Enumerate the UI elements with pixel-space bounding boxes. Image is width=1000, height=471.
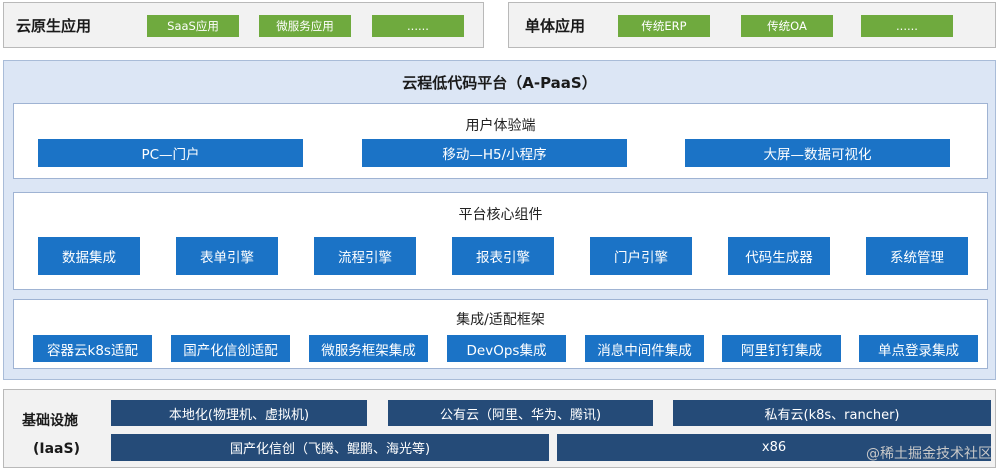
form-engine-item: 表单引擎 [176, 237, 278, 275]
pc-portal-item: PC—门户 [38, 139, 303, 167]
report-engine-item: 报表引擎 [452, 237, 554, 275]
public-cloud-item: 公有云（阿里、华为、腾讯) [388, 400, 653, 426]
iaas-layer: 基础设施 (IaaS) 本地化(物理机、虚拟机) 公有云（阿里、华为、腾讯) 私… [3, 389, 996, 468]
private-cloud-item: 私有云(k8s、rancher) [673, 400, 991, 426]
devops-integration-item: DevOps集成 [447, 335, 566, 362]
watermark: @稀土掘金技术社区 [866, 446, 992, 462]
big-screen-item: 大屏—数据可视化 [685, 139, 950, 167]
workflow-engine-item: 流程引擎 [314, 237, 416, 275]
mobile-h5-item: 移动—H5/小程序 [362, 139, 627, 167]
ux-layer-title: 用户体验端 [465, 118, 536, 134]
cloud-native-title: 云原生应用 [16, 17, 92, 35]
ux-layer: 用户体验端 PC—门户 移动—H5/小程序 大屏—数据可视化 [13, 103, 988, 179]
low-code-platform: 云程低代码平台（A-PaaS） 用户体验端 PC—门户 移动—H5/小程序 大屏… [3, 60, 996, 380]
monolith-title: 单体应用 [525, 17, 586, 35]
platform-title: 云程低代码平台（A-PaaS） [402, 74, 597, 92]
x86-item: x86 [557, 434, 991, 461]
integration-layer-title: 集成/适配框架 [456, 312, 545, 328]
sso-integration-item: 单点登录集成 [859, 335, 978, 362]
microservice-app-chip: 微服务应用 [259, 15, 351, 37]
code-generator-item: 代码生成器 [728, 237, 830, 275]
k8s-adapter-item: 容器云k8s适配 [33, 335, 152, 362]
mq-integration-item: 消息中间件集成 [585, 335, 704, 362]
xinchuang-adapter-item: 国产化信创适配 [171, 335, 290, 362]
iaas-label-line1: 基础设施 [22, 413, 78, 429]
core-layer-title: 平台核心组件 [458, 207, 543, 223]
integration-layer: 集成/适配框架 容器云k8s适配 国产化信创适配 微服务框架集成 DevOps集… [13, 299, 988, 369]
core-components-layer: 平台核心组件 数据集成 表单引擎 流程引擎 报表引擎 门户引擎 代码生成器 系统… [13, 192, 988, 290]
saas-app-chip: SaaS应用 [147, 15, 239, 37]
more-cloud-apps-chip: ...... [372, 15, 464, 37]
microservice-framework-item: 微服务框架集成 [309, 335, 428, 362]
traditional-oa-chip: 传统OA [741, 15, 833, 37]
on-premise-item: 本地化(物理机、虚拟机) [111, 400, 367, 426]
more-monolith-apps-chip: ...... [861, 15, 953, 37]
xinchuang-hardware-item: 国产化信创（飞腾、鲲鹏、海光等) [111, 434, 549, 461]
iaas-label-line2: (IaaS) [33, 441, 80, 457]
traditional-erp-chip: 传统ERP [618, 15, 710, 37]
system-management-item: 系统管理 [866, 237, 968, 275]
cloud-native-apps-box: 云原生应用 SaaS应用 微服务应用 ...... [3, 2, 484, 48]
data-integration-item: 数据集成 [38, 237, 140, 275]
portal-engine-item: 门户引擎 [590, 237, 692, 275]
dingtalk-integration-item: 阿里钉钉集成 [722, 335, 841, 362]
monolith-apps-box: 单体应用 传统ERP 传统OA ...... [508, 2, 996, 48]
